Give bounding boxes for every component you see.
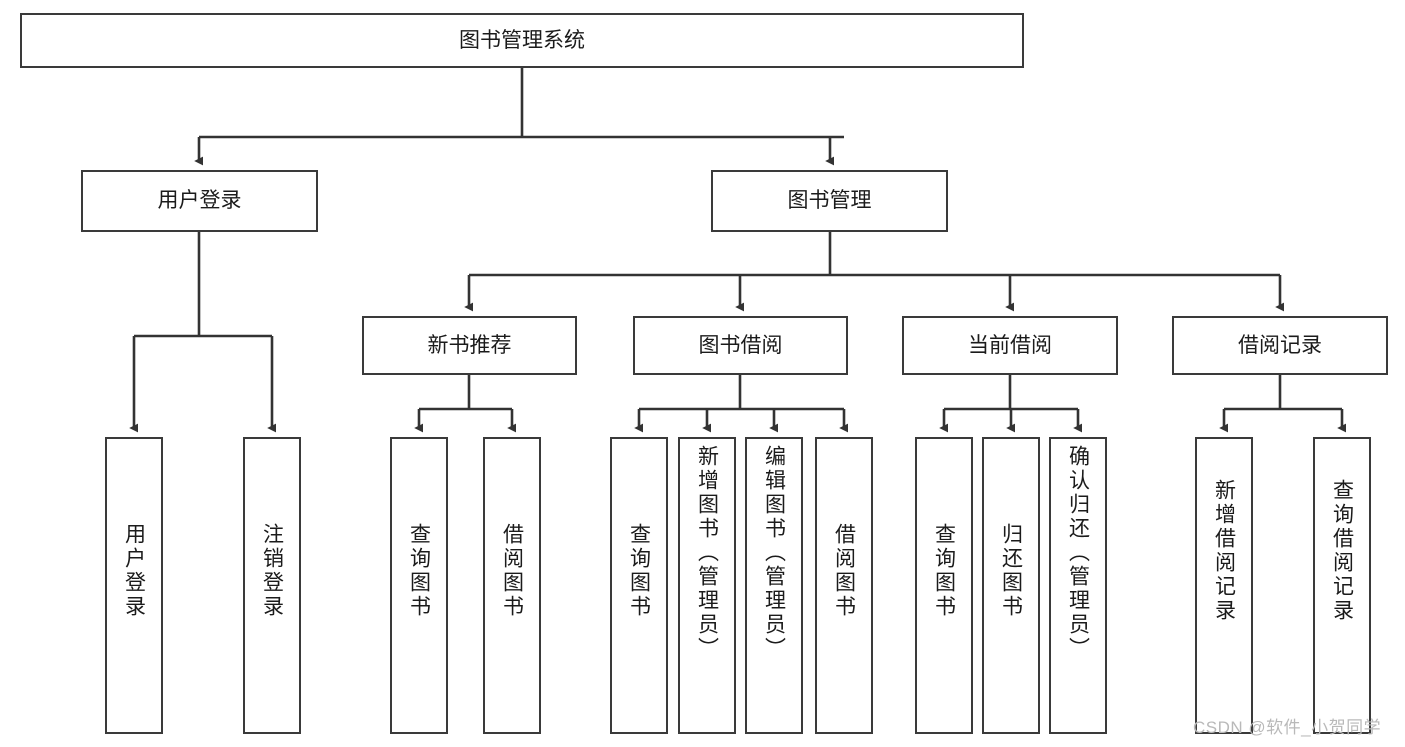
node-leaf-borrow-book-rec-label: 借阅图书 <box>500 523 524 619</box>
node-new-book-recommend[interactable]: 新书推荐 <box>362 316 577 375</box>
node-leaf-query-record-label: 查询借阅记录 <box>1330 479 1354 623</box>
node-leaf-user-login[interactable]: 用户登录 <box>105 437 163 734</box>
node-leaf-add-book[interactable]: 新增图书（管理员） <box>678 437 736 734</box>
node-leaf-edit-book[interactable]: 编辑图书（管理员） <box>745 437 803 734</box>
node-current-borrow[interactable]: 当前借阅 <box>902 316 1118 375</box>
node-book-borrow[interactable]: 图书借阅 <box>633 316 848 375</box>
node-leaf-borrow-book-rec[interactable]: 借阅图书 <box>483 437 541 734</box>
node-leaf-borrow-book-label: 借阅图书 <box>832 523 856 619</box>
node-leaf-return-book-label: 归还图书 <box>999 523 1023 619</box>
node-leaf-query-book-borrow[interactable]: 查询图书 <box>610 437 668 734</box>
node-leaf-query-book-rec-label: 查询图书 <box>407 523 431 619</box>
node-leaf-borrow-book[interactable]: 借阅图书 <box>815 437 873 734</box>
node-leaf-confirm-return[interactable]: 确认归还（管理员） <box>1049 437 1107 734</box>
node-book-management-label: 图书管理 <box>787 189 872 213</box>
node-book-management[interactable]: 图书管理 <box>711 170 948 232</box>
node-leaf-confirm-return-label: 确认归还（管理员） <box>1066 445 1090 661</box>
node-leaf-query-book-rec[interactable]: 查询图书 <box>390 437 448 734</box>
node-leaf-query-book-cur[interactable]: 查询图书 <box>915 437 973 734</box>
node-leaf-add-record-label: 新增借阅记录 <box>1212 479 1236 623</box>
node-book-borrow-label: 图书借阅 <box>698 333 783 357</box>
node-borrow-record[interactable]: 借阅记录 <box>1172 316 1388 375</box>
node-new-book-recommend-label: 新书推荐 <box>427 333 512 357</box>
node-leaf-add-book-label: 新增图书（管理员） <box>695 445 719 661</box>
node-leaf-query-book-borrow-label: 查询图书 <box>627 523 651 619</box>
node-borrow-record-label: 借阅记录 <box>1238 333 1322 357</box>
node-root[interactable]: 图书管理系统 <box>20 13 1024 68</box>
node-leaf-user-login-label: 用户登录 <box>122 523 146 619</box>
node-leaf-query-record[interactable]: 查询借阅记录 <box>1313 437 1371 734</box>
node-leaf-user-logout[interactable]: 注销登录 <box>243 437 301 734</box>
node-user-login-label: 用户登录 <box>157 189 242 213</box>
node-leaf-edit-book-label: 编辑图书（管理员） <box>762 445 786 661</box>
node-leaf-return-book[interactable]: 归还图书 <box>982 437 1040 734</box>
watermark-text: CSDN @软件_小贺同学 <box>1193 718 1382 737</box>
node-leaf-add-record[interactable]: 新增借阅记录 <box>1195 437 1253 734</box>
node-root-label: 图书管理系统 <box>459 28 585 52</box>
node-current-borrow-label: 当前借阅 <box>968 333 1052 357</box>
node-leaf-query-book-cur-label: 查询图书 <box>932 523 956 619</box>
node-leaf-user-logout-label: 注销登录 <box>260 523 284 619</box>
node-user-login[interactable]: 用户登录 <box>81 170 318 232</box>
